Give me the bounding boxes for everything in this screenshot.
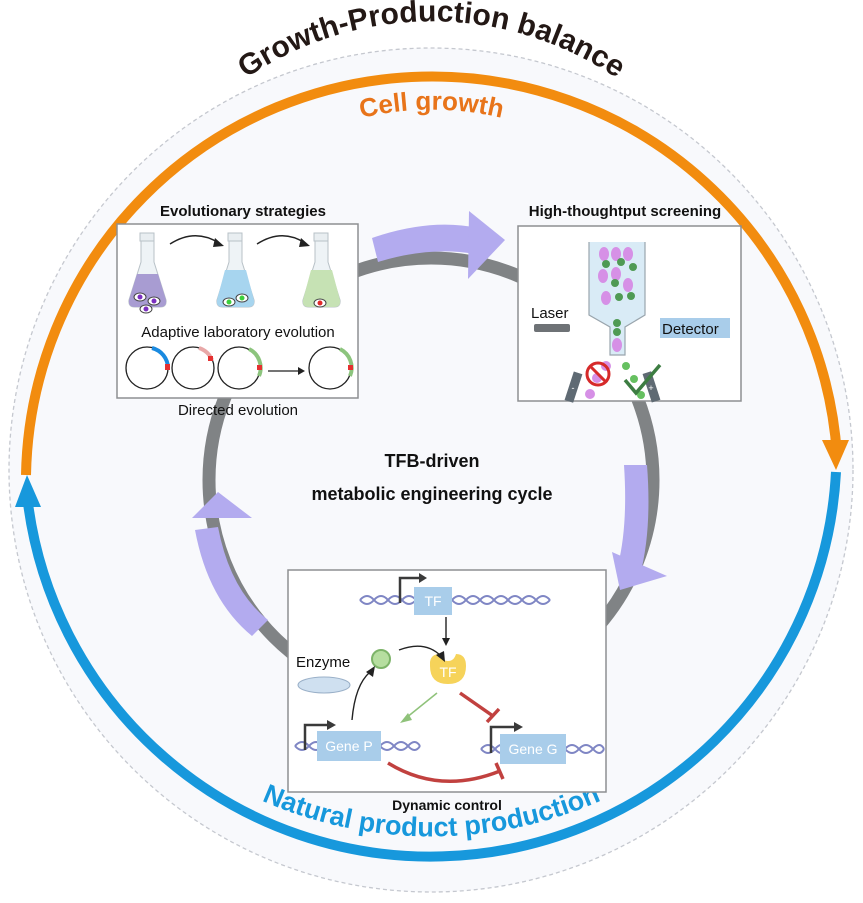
gene-g-box [500, 734, 566, 764]
activation-arrowhead-icon [400, 713, 412, 723]
evolution-panel: Evolutionary strategies Ada [116, 203, 359, 419]
gene-g-label: Gene G [508, 741, 557, 757]
arrow-icon [398, 645, 442, 657]
flask-green-icon [302, 232, 341, 308]
arrow-icon [351, 671, 371, 721]
flow-cell-icon [588, 242, 646, 356]
ligand-icon [371, 649, 391, 669]
dna-strand-icon [359, 595, 551, 605]
natural-product-arrowhead [15, 475, 41, 507]
gene-p-label: Gene P [325, 738, 372, 754]
arrowhead-icon [299, 238, 310, 247]
ale-label: Adaptive laboratory evolution [141, 324, 334, 341]
laser-label: Laser [531, 305, 569, 322]
detector-box [660, 318, 730, 338]
reject-icon [585, 361, 611, 387]
activation-arrow-icon [405, 692, 438, 719]
cycle-arrow-left [192, 492, 268, 636]
svg-text:+: + [648, 383, 653, 393]
dynamic-control-panel: TF TF Enzyme Gene P [287, 569, 607, 813]
tf-protein-icon [430, 654, 466, 684]
cell-growth-arc [21, 71, 842, 476]
laser-icon [534, 324, 570, 332]
promoter-arrowhead-icon [327, 720, 336, 730]
checkmark-icon [623, 363, 662, 396]
repression-arrow-icon [458, 691, 495, 718]
cycle-arrow-top [372, 211, 505, 279]
arrowhead-icon [366, 666, 375, 677]
de-label: Directed evolution [178, 402, 298, 419]
tf-protein-label: TF [439, 664, 456, 680]
cycle-arrow-right [612, 465, 667, 590]
tf-gene-box [414, 587, 452, 615]
center-title-line1: TFB-driven [384, 451, 479, 471]
plasmid-icon [171, 346, 215, 390]
promoter-arrow-icon [398, 576, 420, 603]
natural-product-arc [22, 471, 841, 862]
gene-p-box [317, 731, 381, 761]
sorted-positive-droplets [622, 362, 645, 399]
arrowhead-icon [298, 367, 305, 375]
flask-purple-icon [128, 232, 167, 314]
plasmid-icon [125, 346, 170, 390]
center-title-line2: metabolic engineering cycle [311, 484, 552, 504]
flask-blue-icon [216, 232, 255, 308]
tf-gene-label: TF [424, 593, 441, 609]
plasmid-icon [308, 346, 354, 390]
evolution-panel-title: Evolutionary strategies [160, 203, 326, 220]
arrowhead-icon [442, 638, 450, 646]
promoter-arrowhead-icon [514, 722, 523, 732]
dynamic-panel-title: Dynamic control [392, 797, 502, 813]
arrowhead-icon [436, 651, 445, 662]
svg-text:-: - [572, 383, 575, 393]
promoter-arrow-icon [303, 723, 328, 750]
cell-growth-arrowhead [822, 440, 849, 470]
screening-panel-title: High-thoughtput screening [529, 203, 721, 220]
repression-bar-icon [494, 762, 505, 780]
repression-bar-icon [485, 707, 501, 724]
promoter-arrow-icon [489, 725, 515, 753]
enzyme-label: Enzyme [296, 654, 350, 671]
detector-label: Detector [662, 321, 719, 338]
screening-panel: High-thoughtput screening Laser Detector [517, 203, 742, 403]
arrowhead-icon [213, 238, 224, 247]
enzyme-icon [297, 676, 351, 694]
repression-arrow-icon [387, 761, 501, 784]
promoter-arrowhead-icon [419, 573, 427, 583]
negative-plate-icon: - [564, 371, 583, 403]
plasmid-icon [217, 346, 263, 390]
